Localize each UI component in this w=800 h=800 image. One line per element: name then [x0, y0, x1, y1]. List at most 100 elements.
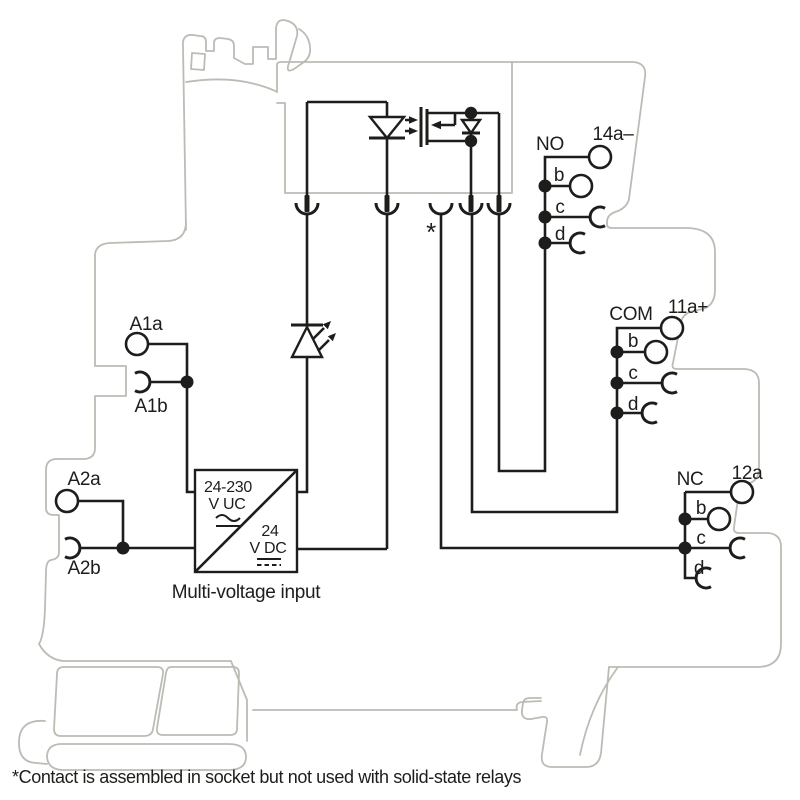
terminal-circle-nc-b — [706, 506, 732, 532]
com-bus — [470, 214, 661, 514]
input-terminal-group: A1a A1b A2a A2b — [54, 314, 195, 579]
socket-arc-no-d — [568, 231, 586, 255]
a1-wires — [148, 342, 195, 494]
latch-outline — [182, 19, 312, 231]
nc-unused-contact-wire — [439, 214, 730, 550]
row-label-nc-d: d — [694, 558, 704, 579]
junction-dot — [538, 210, 552, 224]
relay-pin — [304, 195, 310, 212]
terminal-label-14a: 14a– — [592, 124, 634, 145]
junction-dot — [678, 541, 692, 555]
terminal-circle-14a — [587, 144, 613, 170]
junction-dot — [610, 345, 624, 359]
row-label-no-b: b — [554, 165, 564, 186]
socket-arc-no-c — [588, 205, 606, 229]
dc-out-line1: 24 — [261, 523, 279, 540]
junction-dot — [464, 106, 478, 120]
relay-pin — [468, 195, 474, 212]
socket-arc-a2b — [64, 536, 82, 560]
socket-arc-nc-d — [694, 566, 712, 590]
terminal-circle-11a — [659, 315, 685, 341]
group-name-nc: NC — [677, 469, 704, 490]
socket-cup — [294, 202, 320, 216]
socket-cup — [486, 202, 512, 216]
latch-to-block-curve — [185, 78, 278, 93]
status-led-branch — [290, 214, 336, 494]
nc-contact-group: NC 12a b c d — [439, 214, 764, 590]
socket-cup-unused — [428, 202, 454, 216]
led-emission-arrows-icon — [312, 321, 336, 352]
junction-dot — [538, 179, 552, 193]
row-label-nc-b: b — [696, 498, 706, 519]
din-foot-left — [38, 643, 248, 742]
din-foot-hook — [18, 719, 48, 765]
terminal-circle-a2a — [54, 488, 80, 514]
housing-left-profile — [38, 221, 187, 645]
a2-wires — [78, 499, 195, 550]
din-foot-rib-2 — [155, 666, 240, 736]
row-label-com-c: c — [628, 363, 637, 384]
junction-dot — [464, 134, 478, 148]
voltage-range-line2: V UC — [208, 496, 245, 513]
junction-dot — [610, 376, 624, 390]
power-supply-box: 24-230 V UC 24 V DC Multi-voltage input — [172, 214, 389, 603]
junction-dot — [180, 375, 194, 389]
row-label-com-b: b — [628, 331, 638, 352]
group-name-no: NO — [536, 134, 564, 155]
mosfet-symbol — [419, 107, 457, 147]
socket-arc-a1b — [134, 370, 152, 394]
row-label-no-c: c — [555, 197, 564, 218]
junction-dot — [116, 541, 130, 555]
box-diagonal — [194, 469, 298, 573]
mosfet-bottom-rail — [427, 139, 473, 200]
status-led-wires — [297, 214, 309, 494]
socket-cup — [374, 202, 400, 216]
socket-contact-cups: * — [294, 195, 512, 247]
group-name-com: COM — [609, 304, 652, 325]
socket-cup — [458, 202, 484, 216]
din-claw-right — [521, 666, 619, 768]
dc-out-line2: V DC — [249, 540, 286, 557]
dc-output-wire — [297, 214, 389, 551]
light-arrows-icon — [405, 116, 418, 135]
din-foot-bar — [46, 743, 247, 771]
relay-pin — [384, 195, 390, 212]
terminal-label-12a: 12a — [732, 463, 764, 484]
junction-dot — [538, 236, 552, 250]
footnote: *Contact is assembled in socket but not … — [12, 767, 521, 787]
dc-symbol-icon — [257, 558, 281, 566]
solid-state-relay-block — [305, 100, 501, 200]
nc-bus — [683, 490, 731, 580]
socket-arc-com-d — [640, 401, 658, 425]
power-box-caption: Multi-voltage input — [172, 582, 322, 603]
terminal-label-a1a: A1a — [130, 314, 164, 335]
terminal-circle-12a — [729, 479, 755, 505]
row-label-no-d: d — [555, 224, 565, 245]
socket-arc-nc-c — [728, 536, 746, 560]
optocoupler-led — [367, 115, 407, 140]
din-rail-edge — [252, 700, 542, 711]
relay-pin — [496, 195, 502, 212]
module-housing-outline — [18, 19, 782, 771]
junction-dot — [610, 406, 624, 420]
latch-cutout — [190, 52, 206, 71]
terminal-label-a1b: A1b — [135, 396, 168, 417]
socket-arc-com-c — [660, 371, 678, 395]
housing-right-profile — [276, 61, 782, 668]
no-contact-group: NO 14a– b c d — [497, 124, 635, 473]
junction-dot — [678, 512, 692, 526]
ac-dc-symbol-icon — [215, 514, 241, 527]
terminal-circle-com-b — [643, 339, 669, 365]
relay-compartment — [276, 61, 513, 194]
terminal-label-11a: 11a+ — [668, 297, 708, 318]
terminal-label-a2a: A2a — [68, 469, 102, 490]
row-label-com-d: d — [628, 394, 638, 415]
status-led — [290, 323, 324, 359]
com-contact-group: COM 11a+ b c d — [470, 214, 709, 514]
voltage-range-line1: 24-230 — [204, 479, 252, 496]
asterisk-marker: * — [426, 217, 436, 247]
row-label-nc-c: c — [696, 528, 705, 549]
din-foot-rib-1 — [53, 666, 165, 737]
